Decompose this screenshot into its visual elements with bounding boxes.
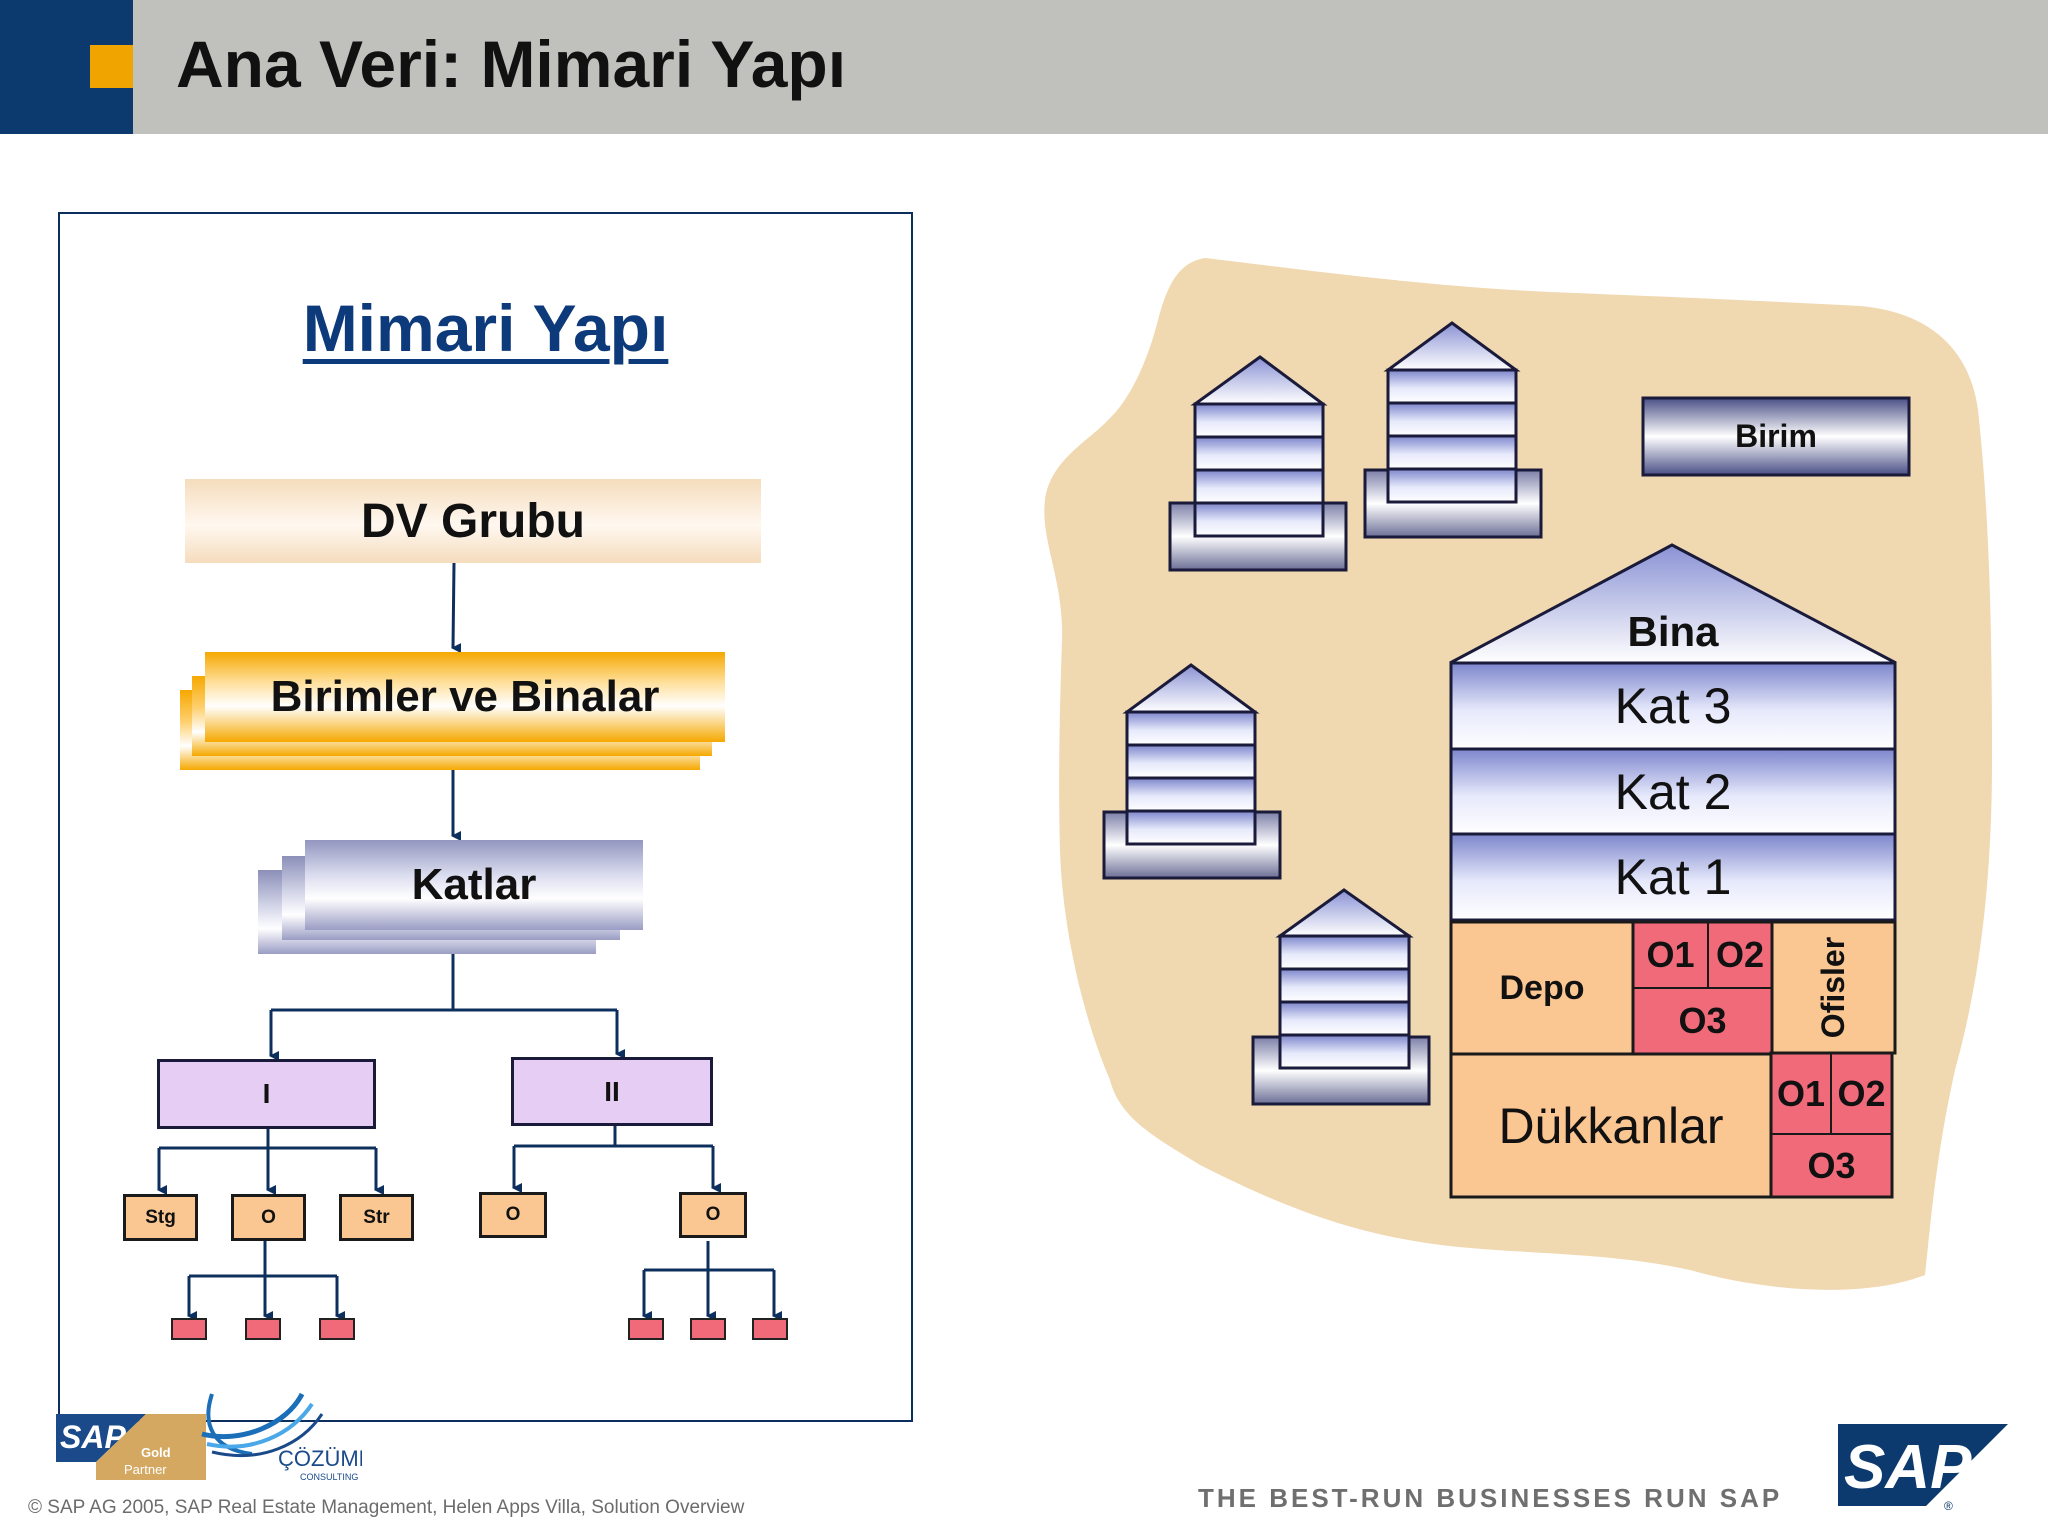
floor-2-label: Kat 2 [1614, 763, 1732, 820]
header-bar [0, 0, 2048, 134]
office-o3-label: O3 [1678, 1000, 1727, 1041]
svg-text:®: ® [1944, 1499, 1953, 1513]
copyright-text: © SAP AG 2005, SAP Real Estate Managemen… [28, 1497, 745, 1518]
unit-label: Birim [1735, 418, 1817, 454]
header-accent-square [90, 45, 133, 88]
svg-text:Gold: Gold [141, 1445, 171, 1460]
office-o2-label: O2 [1837, 1072, 1886, 1114]
office-o1-label: O1 [1646, 934, 1695, 975]
main-building [1449, 543, 1897, 1199]
building-label: Bina [1627, 608, 1719, 655]
leaf-o-box: O [479, 1192, 547, 1238]
shops-label: Dükkanlar [1498, 1097, 1724, 1154]
level-one-box: I [157, 1059, 376, 1129]
offices-label: Ofisler [1815, 936, 1851, 1039]
leaf-o-box: O [231, 1194, 306, 1241]
sap-gold-partner-logo: SAP Gold Partner [56, 1404, 206, 1489]
leaf-stg-box: Stg [123, 1194, 198, 1241]
leaf-unit-square [690, 1318, 726, 1340]
footer-slogan: THE BEST-RUN BUSINESSES RUN SAP [1198, 1483, 1783, 1513]
dv-group-box: DV Grubu [185, 479, 761, 563]
office-o2-label: O2 [1715, 934, 1765, 975]
unit-bar [1641, 396, 1911, 477]
small-building-icon [1251, 888, 1431, 1106]
level-two-box: II [511, 1057, 713, 1126]
office-o1-label: O1 [1776, 1072, 1826, 1114]
svg-text:ÇÖZÜMEVİ: ÇÖZÜMEVİ [278, 1446, 362, 1471]
leaf-unit-square [752, 1318, 788, 1340]
small-building-icon [1363, 321, 1543, 539]
leaf-str-box: Str [339, 1194, 414, 1241]
small-building-icon [1102, 663, 1282, 880]
floor-3-label: Kat 3 [1614, 678, 1732, 734]
sap-logo: SAP ® [1838, 1424, 2008, 1519]
depot-label: Depo [1499, 968, 1585, 1007]
cozumevi-logo: ÇÖZÜMEVİ CONSULTING [192, 1374, 394, 1489]
diagram-title: Mimari Yapı [302, 291, 669, 365]
offices-label-container: Ofisler [1772, 922, 1895, 1053]
svg-text:SAP: SAP [1844, 1433, 1972, 1502]
floor-1-label: Kat 1 [1614, 849, 1732, 905]
leaf-unit-square [171, 1318, 207, 1340]
leaf-unit-square [245, 1318, 281, 1340]
svg-text:CONSULTING: CONSULTING [300, 1472, 358, 1482]
office-o3-label: O3 [1807, 1144, 1856, 1186]
slide-title: Ana Veri: Mimari Yapı [176, 27, 847, 101]
svg-text:Partner: Partner [124, 1462, 167, 1477]
floors-box: Katlar [305, 840, 643, 930]
leaf-unit-square [628, 1318, 664, 1340]
leaf-o-box: O [679, 1192, 747, 1238]
units-buildings-box: Birimler ve Binalar [205, 652, 725, 742]
leaf-unit-square [319, 1318, 355, 1340]
small-building-icon [1168, 355, 1348, 572]
